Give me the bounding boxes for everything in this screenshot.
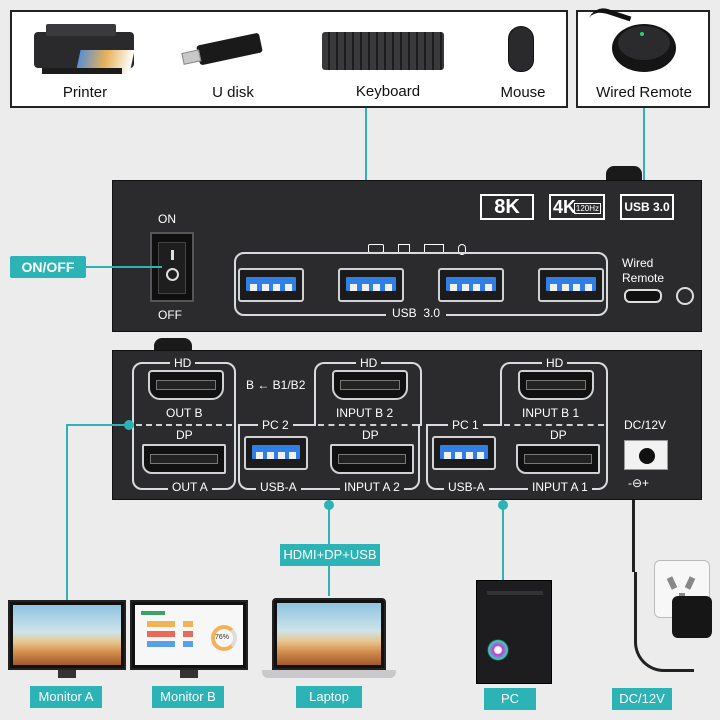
monitor-a	[8, 600, 126, 670]
hdmi-input-b1[interactable]	[518, 370, 594, 400]
pc2-border	[238, 424, 420, 490]
wired-remote-port-label-2: Remote	[622, 271, 665, 285]
line-laptop-v2	[328, 566, 330, 596]
pc1-divider	[504, 424, 604, 426]
out-b-label: OUT B	[166, 406, 203, 420]
dp-label-3: DP	[550, 428, 567, 442]
laptop-tag: Laptop	[296, 686, 362, 708]
connector-line-usb	[365, 108, 367, 228]
dp-label-1: DP	[176, 428, 193, 442]
adapter-cable	[634, 572, 694, 672]
dp-label-2: DP	[362, 428, 379, 442]
usba1-label: USB-A	[444, 480, 489, 494]
badge-4k: 4K 120Hz	[549, 194, 605, 220]
usb-port-1[interactable]	[238, 268, 304, 302]
out-divider	[136, 424, 232, 426]
hdmi-out-b[interactable]	[148, 370, 224, 400]
switch-circle-icon	[166, 268, 179, 281]
line-monitor-a-h	[66, 424, 132, 426]
line-monitor-a-v	[66, 424, 68, 676]
pc1-label: PC 1	[448, 418, 483, 432]
keyboard-label: Keyboard	[355, 83, 421, 100]
usb-port-2[interactable]	[338, 268, 404, 302]
wired-remote-icon	[612, 18, 676, 76]
printer-icon	[28, 22, 146, 80]
hd-label-1: HD	[170, 356, 196, 370]
input-a2-label: INPUT A 2	[340, 480, 404, 494]
badge-usb30: USB 3.0	[620, 194, 674, 220]
dp-out-a[interactable]	[142, 444, 226, 474]
rgb-fan-icon	[487, 639, 509, 661]
dc-hole	[639, 448, 655, 464]
dc-cable	[632, 500, 635, 572]
printer-label: Printer	[62, 84, 108, 101]
input-b1-label: INPUT B 1	[522, 406, 580, 420]
monitor-b-stand	[180, 670, 198, 678]
keyboard-icon	[322, 32, 444, 70]
laptop	[272, 598, 386, 670]
pc-tower	[476, 580, 552, 684]
arrow-label: B ← B1/B2	[246, 378, 306, 392]
dash-percent: 76%	[215, 634, 230, 641]
badge-8k: 8K	[480, 194, 534, 220]
onoff-line	[86, 266, 162, 268]
dot-laptop	[324, 500, 334, 510]
dp-input-a2[interactable]	[330, 444, 414, 474]
usb-port-4[interactable]	[538, 268, 604, 302]
line-laptop-v	[328, 500, 330, 546]
knob-top	[606, 166, 642, 184]
wired-remote-port-label-1: Wired	[622, 256, 654, 270]
dashboard-screen: 76%	[135, 605, 243, 665]
hd-label-3: HD	[542, 356, 568, 370]
dc-label: DC/12V	[624, 418, 667, 432]
knob-back	[154, 338, 192, 352]
mouse-label: Mouse	[500, 84, 546, 101]
mouse-icon	[508, 26, 534, 72]
badge-120hz-text: 120Hz	[573, 203, 601, 214]
pc2-label: PC 2	[258, 418, 293, 432]
out-a-label: OUT A	[168, 480, 212, 494]
dc12v-tag: DC/12V	[612, 688, 672, 710]
remote-port-symbol-icon	[676, 287, 694, 305]
pc2-divider	[318, 424, 418, 426]
udisk-label: U disk	[212, 84, 254, 101]
usb-a-pc2[interactable]	[244, 436, 308, 470]
badge-4k-text: 4K	[553, 197, 577, 217]
monitor-a-stand	[58, 670, 76, 678]
polarity-label: -⊖+	[628, 476, 650, 490]
usb-a-pc1[interactable]	[432, 436, 496, 470]
line-pc-v	[502, 500, 504, 580]
switch-off-label: OFF	[158, 308, 182, 322]
dot-out	[124, 420, 134, 430]
usb-port-3[interactable]	[438, 268, 504, 302]
monitor-b-tag: Monitor B	[152, 686, 224, 708]
monitor-b: 76%	[130, 600, 248, 670]
onoff-tag: ON/OFF	[10, 256, 86, 278]
hd-label-2: HD	[356, 356, 382, 370]
usba2-label: USB-A	[256, 480, 301, 494]
wired-remote-port[interactable]	[624, 289, 662, 303]
dc-port[interactable]	[624, 440, 668, 470]
wired-remote-label: Wired Remote	[596, 84, 692, 101]
monitor-a-tag: Monitor A	[30, 686, 102, 708]
switch-on-label: ON	[158, 212, 176, 226]
pc-tag: PC	[484, 688, 536, 710]
power-adapter	[672, 596, 712, 638]
dot-pc	[498, 500, 508, 510]
pc1-border	[426, 424, 608, 490]
cable-tag: HDMI+DP+USB	[280, 544, 380, 566]
mouse-mini-icon	[458, 244, 466, 255]
switch-bar-icon	[171, 250, 174, 260]
dp-input-a1[interactable]	[516, 444, 600, 474]
input-b2-label: INPUT B 2	[336, 406, 394, 420]
usb-label: USB 3.0	[386, 306, 447, 320]
connector-line-remote	[643, 108, 645, 244]
laptop-base	[262, 670, 396, 678]
hdmi-input-b2[interactable]	[332, 370, 408, 400]
input-a1-label: INPUT A 1	[528, 480, 592, 494]
